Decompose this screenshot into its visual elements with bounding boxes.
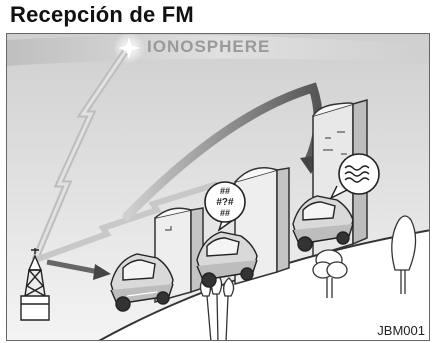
static-wave-icon <box>344 165 370 183</box>
tree-mid <box>312 249 348 298</box>
car-middle <box>196 231 258 288</box>
skywave-signal-up-highlight <box>33 51 127 261</box>
diagram-frame: IONOSPHERE <box>6 33 430 341</box>
figure-code: JBM001 <box>377 323 425 338</box>
tree-right <box>391 215 417 294</box>
ground <box>100 230 429 340</box>
ionosphere-band <box>7 35 429 66</box>
reflection-star-icon <box>116 35 142 61</box>
direct-signal-arrow <box>46 259 100 275</box>
direct-arrow-head <box>93 264 111 280</box>
static-noise-bubble <box>329 153 380 200</box>
car-front <box>110 253 174 312</box>
radio-tower-icon <box>20 248 50 321</box>
interference-bubble: ## #?# ## <box>204 181 246 232</box>
ionosphere-label: IONOSPHERE <box>147 37 270 56</box>
interference-symbol-1: ## <box>220 186 230 196</box>
car-back <box>292 195 354 252</box>
interference-symbol-3: ## <box>220 208 230 218</box>
interference-symbol-2: #?# <box>216 197 234 208</box>
page-title: Recepción de FM <box>10 2 194 27</box>
